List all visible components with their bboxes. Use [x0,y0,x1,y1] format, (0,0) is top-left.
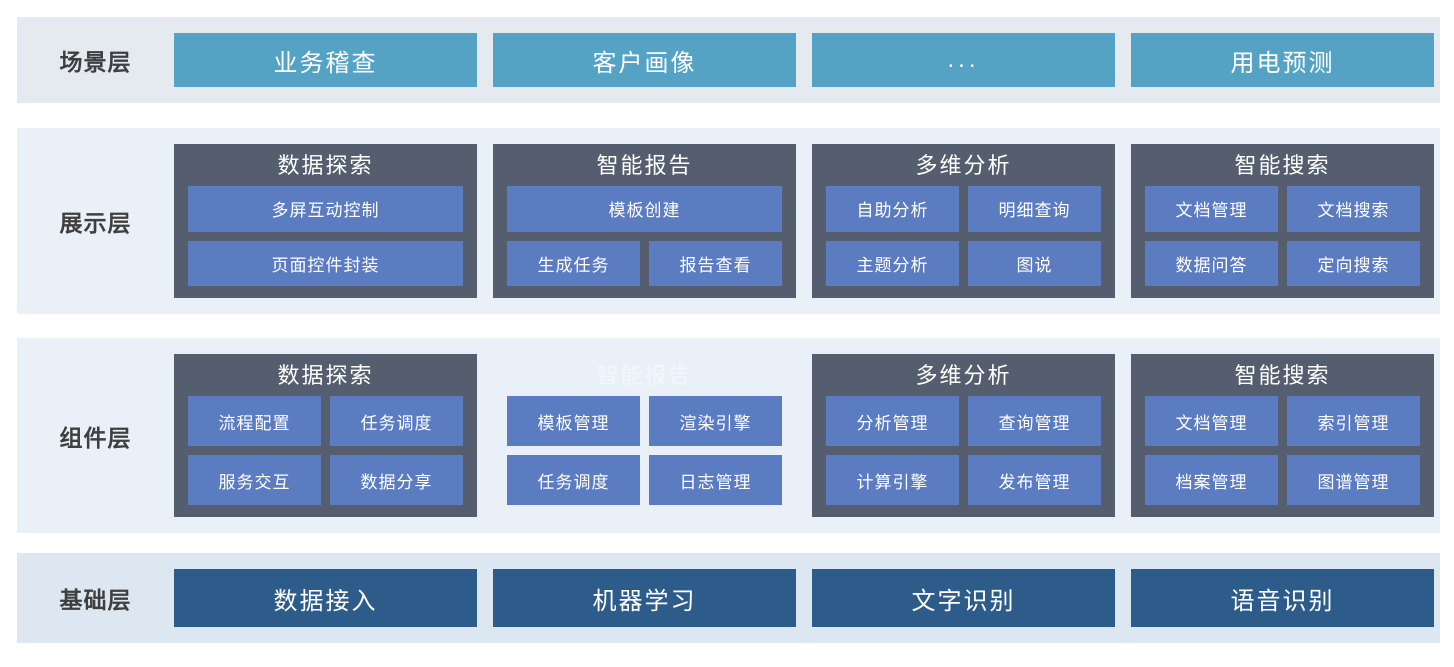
layer-row-component-layer: 组件层数据探索流程配置任务调度服务交互数据分享智能报告模板管理渲染引擎任务调度日… [17,338,1440,533]
feature-chip[interactable]: 索引管理 [1287,396,1420,447]
chip-grid: 模板管理渲染引擎任务调度日志管理 [507,396,782,505]
module-panel-title: 数据探索 [277,153,374,178]
card-label: 业务稽查 [273,49,378,77]
module-panel[interactable]: 多维分析自助分析明细查询主题分析图说 [812,144,1115,298]
module-panel[interactable]: 智能报告模板管理渲染引擎任务调度日志管理 [493,354,796,517]
layer-row-scene-layer: 场景层 业务稽查 客户画像... 用电预测 [17,17,1440,103]
cards-container-basic-layer: 数据接入 机器学习 文字识别 语音识别 [174,553,1440,643]
layer-label-presentation-layer: 展示层 [59,210,132,236]
chip-grid: 流程配置任务调度服务交互数据分享 [188,396,463,505]
feature-chip[interactable]: 明细查询 [968,186,1101,232]
cards-container-scene-layer: 业务稽查 客户画像... 用电预测 [174,17,1440,103]
feature-chip[interactable]: 多屏互动控制 [188,186,463,232]
cards-container-presentation-layer: 数据探索多屏互动控制页面控件封装智能报告模板创建生成任务报告查看多维分析自助分析… [174,128,1440,314]
module-panel-title: 智能搜索 [1234,153,1331,178]
card-label: 数据接入 [273,587,378,615]
card-label: 文字识别 [911,587,1016,615]
feature-chip[interactable]: 生成任务 [507,240,640,286]
module-panel[interactable]: 智能搜索文档管理文档搜索数据问答定向搜索 [1131,144,1434,298]
feature-chip[interactable]: 任务调度 [507,455,640,505]
feature-chip[interactable]: 模板管理 [507,396,640,447]
feature-chip[interactable]: 计算引擎 [826,455,959,505]
feature-chip[interactable]: 分析管理 [826,396,959,447]
feature-chip[interactable]: 数据分享 [330,455,463,505]
feature-chip[interactable]: 查询管理 [968,396,1101,447]
feature-chip[interactable]: 模板创建 [507,186,782,232]
basic-card[interactable]: 文字识别 [812,569,1115,627]
feature-chip[interactable]: 文档管理 [1145,396,1278,447]
card-label: 用电预测 [1230,49,1335,77]
feature-chip[interactable]: 定向搜索 [1287,240,1420,286]
feature-chip[interactable]: 任务调度 [330,396,463,447]
feature-chip[interactable]: 数据问答 [1145,240,1278,286]
feature-chip[interactable]: 服务交互 [188,455,321,505]
feature-chip[interactable]: 文档管理 [1145,186,1278,232]
scene-card[interactable]: 客户画像 [493,33,796,87]
module-panel-title: 数据探索 [277,363,374,388]
basic-card[interactable]: 机器学习 [493,569,796,627]
module-panel-title: 智能报告 [596,153,693,178]
basic-card[interactable]: 语音识别 [1131,569,1434,627]
chip-grid: 多屏互动控制页面控件封装 [188,186,463,286]
chip-grid: 文档管理文档搜索数据问答定向搜索 [1145,186,1420,286]
module-panel[interactable]: 智能搜索文档管理索引管理档案管理图谱管理 [1131,354,1434,517]
cards-container-component-layer: 数据探索流程配置任务调度服务交互数据分享智能报告模板管理渲染引擎任务调度日志管理… [174,338,1440,533]
module-panel-title: 智能报告 [596,363,693,388]
feature-chip[interactable]: 图说 [968,240,1101,286]
feature-chip[interactable]: 档案管理 [1145,455,1278,505]
feature-chip[interactable]: 渲染引擎 [649,396,782,447]
feature-chip[interactable]: 图谱管理 [1287,455,1420,505]
basic-card[interactable]: 数据接入 [174,569,477,627]
feature-chip[interactable]: 页面控件封装 [188,240,463,286]
module-panel-title: 多维分析 [915,153,1012,178]
feature-chip[interactable]: 文档搜索 [1287,186,1420,232]
layer-row-basic-layer: 基础层 数据接入 机器学习 文字识别 语音识别 [17,553,1440,643]
ellipsis-icon: ... [947,45,980,73]
feature-chip[interactable]: 主题分析 [826,240,959,286]
feature-chip[interactable]: 报告查看 [649,240,782,286]
feature-chip[interactable]: 发布管理 [968,455,1101,505]
scene-card[interactable]: 业务稽查 [174,33,477,87]
module-panel[interactable]: 数据探索多屏互动控制页面控件封装 [174,144,477,298]
feature-chip[interactable]: 自助分析 [826,186,959,232]
chip-grid: 模板创建生成任务报告查看 [507,186,782,286]
chip-grid: 自助分析明细查询主题分析图说 [826,186,1101,286]
module-panel[interactable]: 数据探索流程配置任务调度服务交互数据分享 [174,354,477,517]
feature-chip[interactable]: 流程配置 [188,396,321,447]
card-label: 客户画像 [592,49,697,77]
feature-chip[interactable]: 日志管理 [649,455,782,505]
layer-label-component-layer: 组件层 [59,424,132,451]
layer-label-basic-layer: 基础层 [59,587,132,613]
layer-label-scene-layer: 场景层 [59,49,132,75]
scene-card[interactable]: 用电预测 [1131,33,1434,87]
chip-grid: 分析管理查询管理计算引擎发布管理 [826,396,1101,505]
module-panel-title: 多维分析 [915,363,1012,388]
scene-card[interactable]: ... [812,33,1115,87]
layer-row-presentation-layer: 展示层数据探索多屏互动控制页面控件封装智能报告模板创建生成任务报告查看多维分析自… [17,128,1440,314]
module-panel-title: 智能搜索 [1234,363,1331,388]
card-label: 语音识别 [1230,587,1335,615]
module-panel[interactable]: 多维分析分析管理查询管理计算引擎发布管理 [812,354,1115,517]
chip-grid: 文档管理索引管理档案管理图谱管理 [1145,396,1420,505]
module-panel[interactable]: 智能报告模板创建生成任务报告查看 [493,144,796,298]
card-label: 机器学习 [592,587,697,615]
